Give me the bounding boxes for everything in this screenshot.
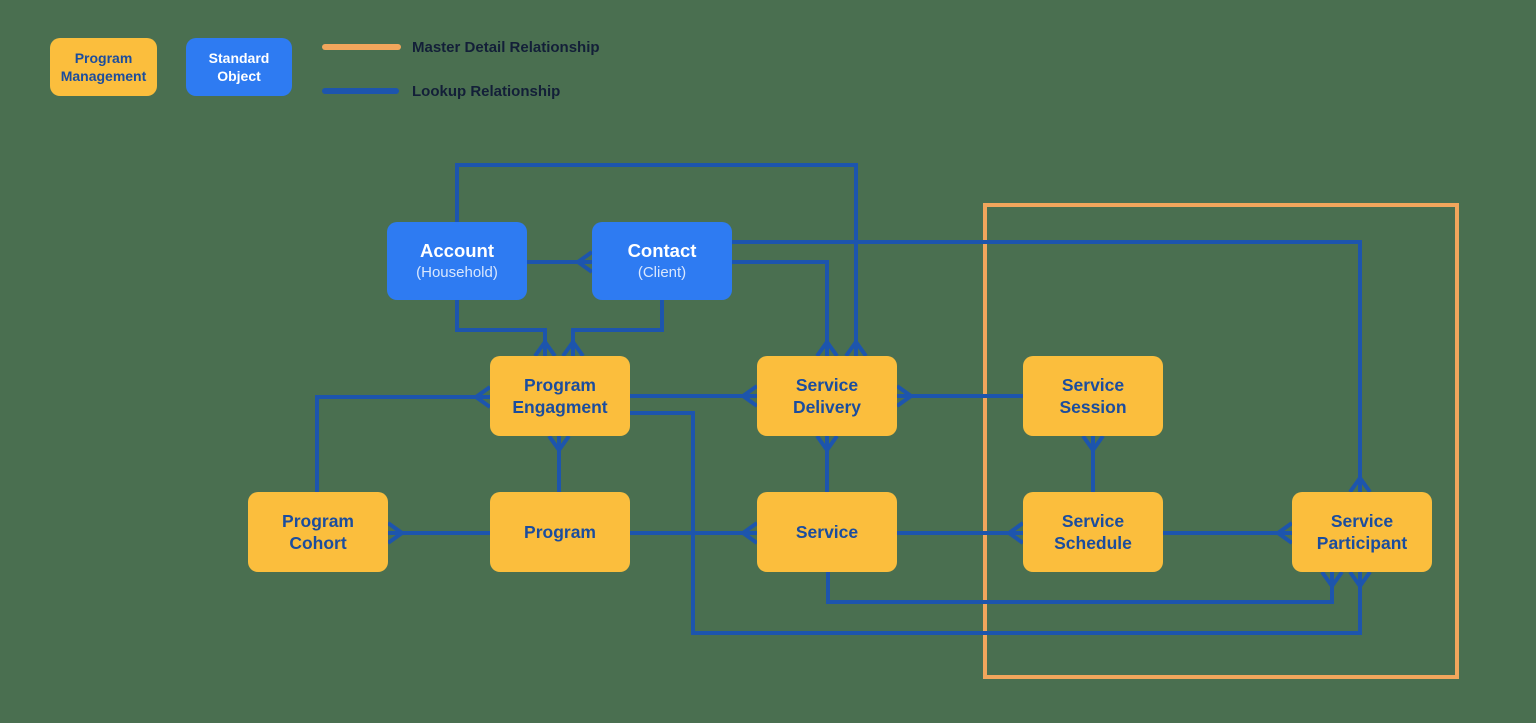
node-service-delivery-title: Service Delivery bbox=[792, 374, 862, 417]
node-service-participant: Service Participant bbox=[1292, 492, 1432, 572]
node-account-subtitle: (Household) bbox=[416, 264, 498, 282]
node-program-cohort-title: Program Cohort bbox=[282, 510, 354, 553]
connector-program-engagment-to-program bbox=[547, 434, 571, 492]
node-program-title: Program bbox=[524, 521, 596, 542]
node-program-engagment-title: Program Engagment bbox=[512, 374, 608, 417]
connector-program-engagment-to-contact bbox=[561, 300, 664, 358]
connector-service-session-to-service-schedule bbox=[1081, 434, 1105, 492]
node-contact-title: Contact bbox=[627, 239, 697, 261]
node-service-schedule-title: Service Schedule bbox=[1054, 510, 1132, 553]
connector-service-schedule-to-service bbox=[897, 521, 1025, 545]
connector-service-participant-to-service-schedule bbox=[1163, 521, 1294, 545]
node-account: Account (Household) bbox=[387, 222, 527, 300]
connector-contact-to-account bbox=[527, 250, 594, 274]
connector-service-participant-to-service bbox=[826, 570, 1344, 604]
node-program-engagment: Program Engagment bbox=[490, 356, 630, 436]
node-service-participant-title: Service Participant bbox=[1316, 510, 1408, 553]
node-program: Program bbox=[490, 492, 630, 572]
connector-service-delivery-to-service bbox=[815, 434, 839, 492]
connector-service-participant-to-program-engagment bbox=[630, 411, 1372, 635]
legend-master-detail-label: Master Detail Relationship bbox=[412, 39, 600, 56]
node-contact: Contact (Client) bbox=[592, 222, 732, 300]
connector-program-cohort-to-program bbox=[386, 521, 490, 545]
connector-service-delivery-to-service-session bbox=[895, 384, 1023, 408]
connector-service-delivery-to-program-engagment bbox=[630, 384, 759, 408]
connector-program-engagment-to-program-cohort bbox=[315, 385, 492, 492]
connector-program-engagment-to-account bbox=[455, 300, 557, 358]
node-account-title: Account bbox=[420, 239, 494, 261]
node-service: Service bbox=[757, 492, 897, 572]
node-service-session: Service Session bbox=[1023, 356, 1163, 436]
connector-service-delivery-to-contact bbox=[732, 260, 839, 358]
node-service-schedule: Service Schedule bbox=[1023, 492, 1163, 572]
connector-service-participant-to-contact bbox=[732, 240, 1372, 494]
node-service-session-title: Service Session bbox=[1059, 374, 1127, 417]
legend-program-management-label: Program Management bbox=[60, 49, 147, 84]
legend-program-management-box: Program Management bbox=[50, 38, 157, 96]
node-program-cohort: Program Cohort bbox=[248, 492, 388, 572]
master-detail-boundary-box bbox=[983, 203, 1459, 679]
legend-standard-object-label: Standard Object bbox=[208, 49, 270, 84]
connector-service-to-program bbox=[630, 521, 759, 545]
legend-standard-object-box: Standard Object bbox=[186, 38, 292, 96]
node-contact-subtitle: (Client) bbox=[637, 264, 687, 282]
node-service-title: Service bbox=[795, 521, 859, 542]
legend-lookup-label: Lookup Relationship bbox=[412, 83, 561, 100]
connector-service-delivery-to-account bbox=[455, 163, 868, 358]
node-service-delivery: Service Delivery bbox=[757, 356, 897, 436]
